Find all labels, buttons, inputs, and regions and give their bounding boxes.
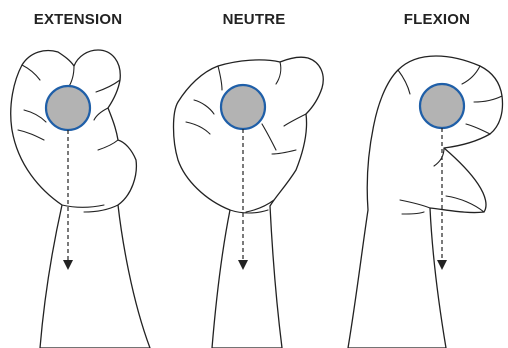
flexion-hand	[348, 56, 503, 348]
extension-hand	[11, 50, 150, 348]
neutre-hand	[174, 57, 324, 348]
ball-flexion	[420, 84, 464, 128]
ball-extension	[46, 86, 90, 130]
ball-neutre	[221, 85, 265, 129]
